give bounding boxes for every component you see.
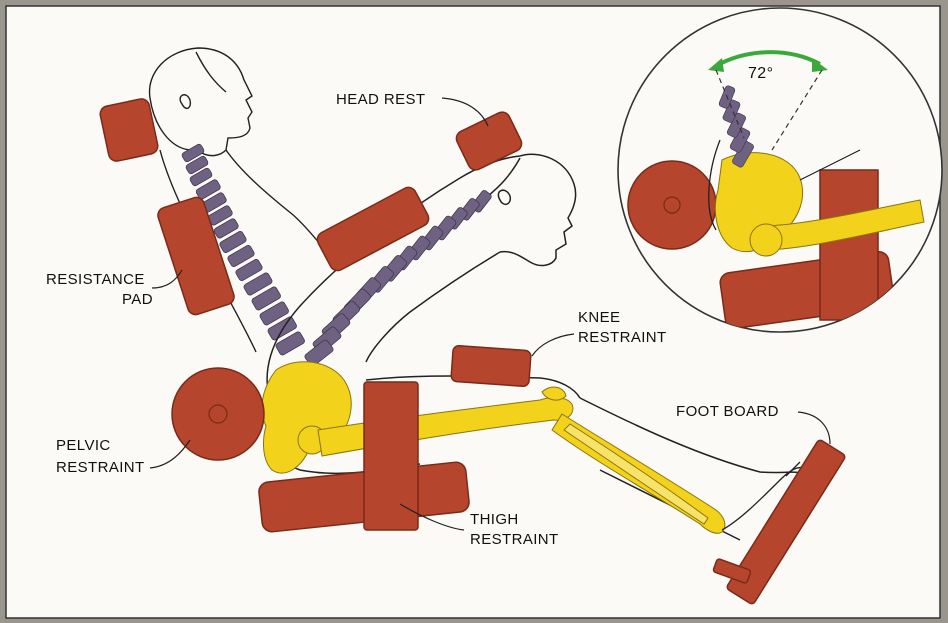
label-resistance-pad-1: RESISTANCE <box>46 271 145 288</box>
label-knee-restraint-1: KNEE <box>578 309 620 326</box>
label-foot-board: FOOT BOARD <box>676 403 779 420</box>
label-pelvic-restraint-2: RESTRAINT <box>56 459 145 476</box>
label-knee-restraint-2: RESTRAINT <box>578 329 667 346</box>
thigh-restraint <box>364 382 418 530</box>
label-pelvic-restraint-1: PELVIC <box>56 437 111 454</box>
label-head-rest: HEAD REST <box>336 91 425 108</box>
label-thigh-restraint-1: THIGH <box>470 511 519 528</box>
angle-label: 72° <box>748 65 773 82</box>
head-rest-upright <box>99 97 160 162</box>
inset-detail: 72° <box>618 8 942 332</box>
label-resistance-pad-2: PAD <box>122 291 153 308</box>
label-thigh-restraint-2: RESTRAINT <box>470 531 559 548</box>
knee-restraint <box>451 345 531 386</box>
